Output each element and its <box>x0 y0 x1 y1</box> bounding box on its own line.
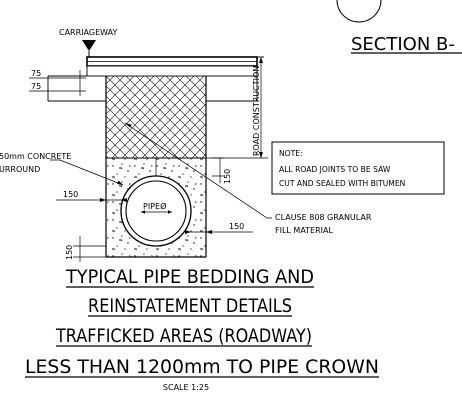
note-title: NOTE: <box>279 149 303 158</box>
backfill-zone <box>106 76 206 158</box>
dim-75-top-label: 75 <box>31 69 41 78</box>
reference-circle <box>336 0 382 23</box>
note-line1: ALL ROAD JOINTS TO BE SAW <box>279 165 391 174</box>
dim-150-left-label: 150 <box>63 190 78 199</box>
dimension-75 <box>29 70 86 96</box>
dimension-150-bottom <box>73 236 106 262</box>
note-box <box>271 141 445 195</box>
level-triangle <box>82 40 96 51</box>
title-line1: TYPICAL PIPE BEDDING AND <box>65 266 314 288</box>
carriageway-label: CARRIAGEWAY <box>59 28 117 37</box>
dim-150-vertical-label: 150 <box>223 169 232 184</box>
road-construction-dimension <box>206 57 268 159</box>
dim-75-bottom-label: 75 <box>31 82 41 91</box>
pipe-inner-wall <box>125 180 187 242</box>
pipe-label: PIPEØ <box>143 201 166 211</box>
scale-label: SCALE 1:25 <box>163 383 209 392</box>
title-line4: LESS THAN 1200mm TO PIPE CROWN <box>25 356 379 378</box>
dimension-150-right <box>185 230 253 234</box>
section-title: SECTION B- <box>351 34 455 55</box>
note-line2: CUT AND SEALED WITH BITUMEN <box>279 179 405 188</box>
binder-course <box>86 65 258 77</box>
dim-150-bottom-label: 150 <box>65 245 74 260</box>
dimension-150-left <box>56 198 127 202</box>
leaders <box>50 122 272 219</box>
dim-150-right-label: 150 <box>229 222 244 231</box>
carriageway-marker <box>82 40 96 57</box>
road-construction-label: ROAD CONSTRUCTION <box>252 66 261 156</box>
concrete-label-line2: URROUND <box>0 165 40 174</box>
pipe <box>120 175 192 247</box>
clause-label-line1: CLAUSE 808 GRANULAR <box>275 213 372 222</box>
title-line2: REINSTATEMENT DETAILS <box>88 295 292 317</box>
clause-label-line2: FILL MATERIAL <box>275 226 334 235</box>
title-line3: TRAFFICKED AREAS (ROADWAY) <box>55 325 312 347</box>
concrete-label-line1: 50mm CONCRETE <box>0 152 71 161</box>
